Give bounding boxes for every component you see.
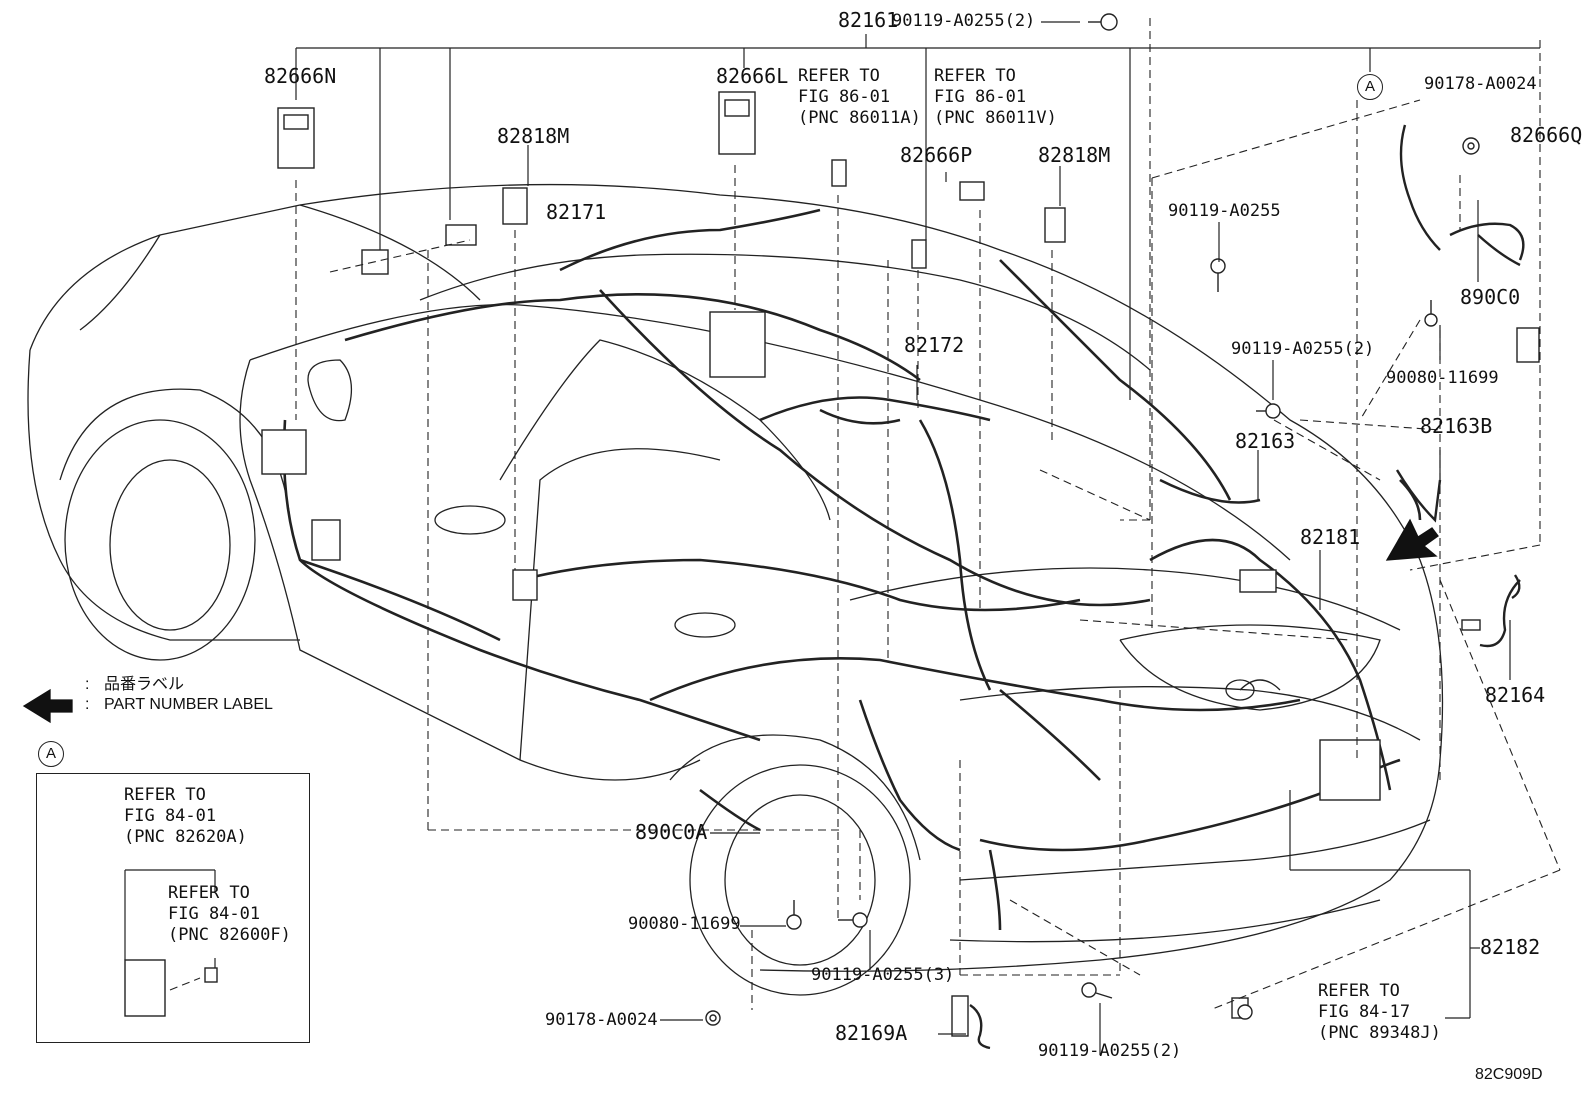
- part-82172-label: 82172: [904, 333, 965, 357]
- part-82164-label: 82164: [1485, 683, 1546, 707]
- refer-82620A-note: REFER TO FIG 84-01 (PNC 82620A): [124, 785, 247, 847]
- part-82163B-label: 82163B: [1420, 414, 1493, 438]
- part-82666L-label: 82666L: [716, 64, 789, 88]
- part-82171-label: 82171: [546, 200, 607, 224]
- legend-part-label-jp: 品番ラベル: [104, 676, 185, 693]
- part-82666N-label: 82666N: [264, 64, 337, 88]
- refer-86011A-note: REFER TO FIG 86-01 (PNC 86011A): [798, 66, 921, 128]
- part-82818M-right-label: 82818M: [1038, 143, 1111, 167]
- direction-arrow: [1385, 518, 1439, 561]
- part-890C0A-label: 890C0A: [635, 820, 708, 844]
- part-82666P-label: 82666P: [900, 143, 973, 167]
- bolt-90119-bottom3-label: 90119-A0255(3): [811, 965, 955, 985]
- right-side-parts: [969, 124, 1525, 1050]
- part-82666Q-label: 82666Q: [1510, 123, 1583, 147]
- bolt-90178-bottom-label: 90178-A0024: [545, 1010, 658, 1030]
- refer-82600F-note: REFER TO FIG 84-01 (PNC 82600F): [168, 883, 291, 945]
- part-82182-label: 82182: [1480, 935, 1541, 959]
- inset-marker-a: A: [38, 741, 64, 767]
- legend-colon-1: :: [85, 676, 90, 693]
- fasteners: [705, 13, 1480, 1026]
- bolt-90119-bottom2-label: 90119-A0255(2): [1038, 1041, 1182, 1061]
- part-label-arrow: [22, 688, 73, 724]
- bolt-90080-left-label: 90080-11699: [628, 914, 741, 934]
- part-82163-label: 82163: [1235, 429, 1296, 453]
- refer-86011V-note: REFER TO FIG 86-01 (PNC 86011V): [934, 66, 1057, 128]
- part-82181-label: 82181: [1300, 525, 1361, 549]
- part-82169A-label: 82169A: [835, 1021, 908, 1045]
- bolt-90119-right2-label: 90119-A0255(2): [1231, 339, 1375, 359]
- inset-detail-box: [36, 773, 310, 1043]
- bolt-90080-right-label: 90080-11699: [1386, 368, 1499, 388]
- part-82818M-left-label: 82818M: [497, 124, 570, 148]
- figure-id: 82C909D: [1475, 1066, 1543, 1083]
- marker-a-circle: A: [1357, 74, 1383, 100]
- legend-colon-2: :: [85, 696, 90, 713]
- harness-wires: [282, 208, 1422, 931]
- part-82161-label: 82161: [838, 8, 899, 32]
- part-890C0-label: 890C0: [1460, 285, 1521, 309]
- legend-part-label-en: PART NUMBER LABEL: [104, 696, 273, 713]
- leader-lines-solid: [124, 21, 1540, 1055]
- bolt-90119-right1-label: 90119-A0255: [1168, 201, 1281, 221]
- connector-blocks: [124, 91, 1540, 1037]
- bolt-90119-top-label: 90119-A0255(2): [892, 11, 1036, 31]
- refer-89348J-note: REFER TO FIG 84-17 (PNC 89348J): [1318, 981, 1441, 1043]
- bolt-90178-top-label: 90178-A0024: [1424, 74, 1537, 94]
- leader-lines-dashed: [169, 18, 1561, 1011]
